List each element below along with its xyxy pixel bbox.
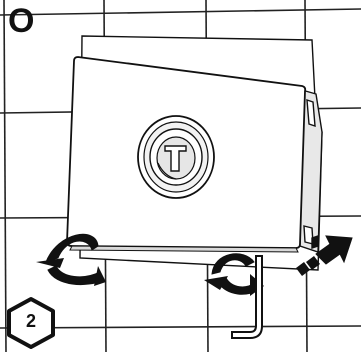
hex-key-tool xyxy=(232,256,262,338)
step-badge: 2 xyxy=(6,298,56,346)
hex-key-icon xyxy=(232,256,262,338)
push-arrow-icon xyxy=(316,236,352,264)
tile-joint-horizontal xyxy=(0,9,361,15)
step-number: 2 xyxy=(6,311,56,331)
side-clip-top xyxy=(307,100,315,126)
control-knob xyxy=(138,116,214,198)
rotate-left-arrow xyxy=(36,234,106,286)
step-letter: O xyxy=(8,4,34,38)
clip-tab xyxy=(312,236,318,248)
